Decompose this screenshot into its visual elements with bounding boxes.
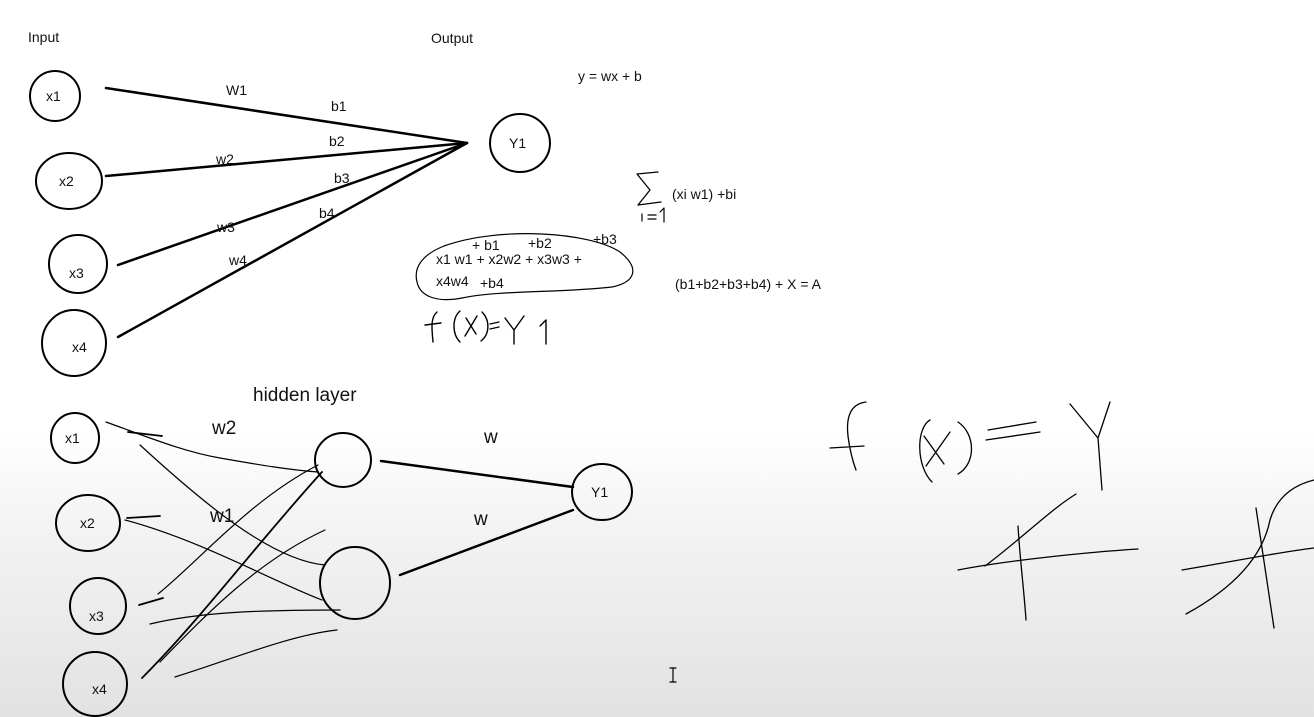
connection-h2-y1 — [398, 508, 575, 577]
hidden-input-node-x3: x3 — [69, 577, 127, 635]
hidden-input-node-x1: x1 — [50, 412, 100, 464]
top-input-node-x3: x3 — [48, 234, 108, 294]
bias-label-b1: b1 — [331, 98, 347, 114]
bubble-bias-b1: + b1 — [472, 237, 500, 253]
connection-x4-y1 — [116, 141, 469, 339]
bubble-weighted-sum-line2: x4w4 — [436, 273, 469, 289]
bias-label-b3: b3 — [334, 170, 350, 186]
top-input-label-x1: x1 — [46, 88, 61, 104]
summation-expression: (xi w1) +bi — [672, 186, 736, 202]
hidden-input-node-x4: x4 — [62, 651, 128, 717]
top-output-node-y1: Y1 — [489, 113, 551, 173]
top-connections — [104, 86, 469, 339]
sketch-axes-1 — [957, 493, 1139, 621]
hidden-output-connections — [379, 459, 575, 577]
linear-equation: y = wx + b — [578, 68, 642, 84]
sketch-axes-2 — [1181, 479, 1314, 629]
hidden-input-label-x4: x4 — [92, 681, 107, 697]
text-cursor-icon — [669, 667, 677, 683]
hidden-weight-w2: w2 — [211, 418, 236, 439]
connection-x1-y1 — [104, 86, 469, 145]
hidden-input-label-x3: x3 — [89, 608, 104, 624]
weight-label-w3: w3 — [216, 219, 235, 235]
weight-label-w1: W1 — [226, 82, 247, 98]
hidden-neuron-2 — [319, 546, 391, 620]
top-input-node-x4: x4 — [41, 309, 107, 377]
hidden-layer-title: hidden layer — [253, 385, 357, 406]
handwritten-function-y — [829, 401, 1111, 491]
top-input-node-x1: x1 — [29, 70, 81, 122]
hidden-output-node-y1: Y1 — [571, 463, 633, 521]
summation-symbol — [636, 171, 665, 223]
output-heading: Output — [431, 30, 473, 46]
sum-bubble — [415, 233, 634, 301]
connection-x3-y1 — [116, 141, 469, 267]
hidden-input-node-x2: x2 — [55, 494, 121, 552]
hidden-output-label-y1: Y1 — [591, 484, 608, 500]
top-output-label-y1: Y1 — [509, 135, 526, 151]
top-input-node-x2: x2 — [35, 152, 103, 210]
top-input-label-x2: x2 — [59, 173, 74, 189]
bubble-bias-b3: +b3 — [593, 231, 617, 247]
output-weight-lower: w — [473, 509, 488, 530]
bubble-bias-b2: +b2 — [528, 235, 552, 251]
hidden-input-connections — [105, 421, 341, 679]
output-weight-upper: w — [483, 427, 498, 448]
top-input-label-x4: x4 — [72, 339, 87, 355]
bubble-weighted-sum-line1: x1 w1 + x2w2 + x3w3 + — [436, 251, 582, 267]
handwritten-function-y1 — [424, 310, 547, 345]
weight-label-w2: w2 — [215, 151, 234, 167]
hidden-input-label-x2: x2 — [80, 515, 95, 531]
connection-h1-y1 — [379, 459, 575, 489]
hidden-weight-w1: w1 — [209, 506, 234, 527]
top-input-label-x3: x3 — [69, 265, 84, 281]
hidden-input-label-x1: x1 — [65, 430, 80, 446]
bias-sum-equation: (b1+b2+b3+b4) + X = A — [675, 276, 822, 292]
bubble-bias-b4: +b4 — [480, 275, 504, 291]
bias-label-b4: b4 — [319, 205, 335, 221]
connection-x2-y1 — [104, 141, 469, 178]
input-heading: Input — [28, 29, 59, 45]
weight-label-w4: w4 — [228, 252, 247, 268]
bias-label-b2: b2 — [329, 133, 345, 149]
hidden-neuron-1 — [314, 432, 372, 488]
